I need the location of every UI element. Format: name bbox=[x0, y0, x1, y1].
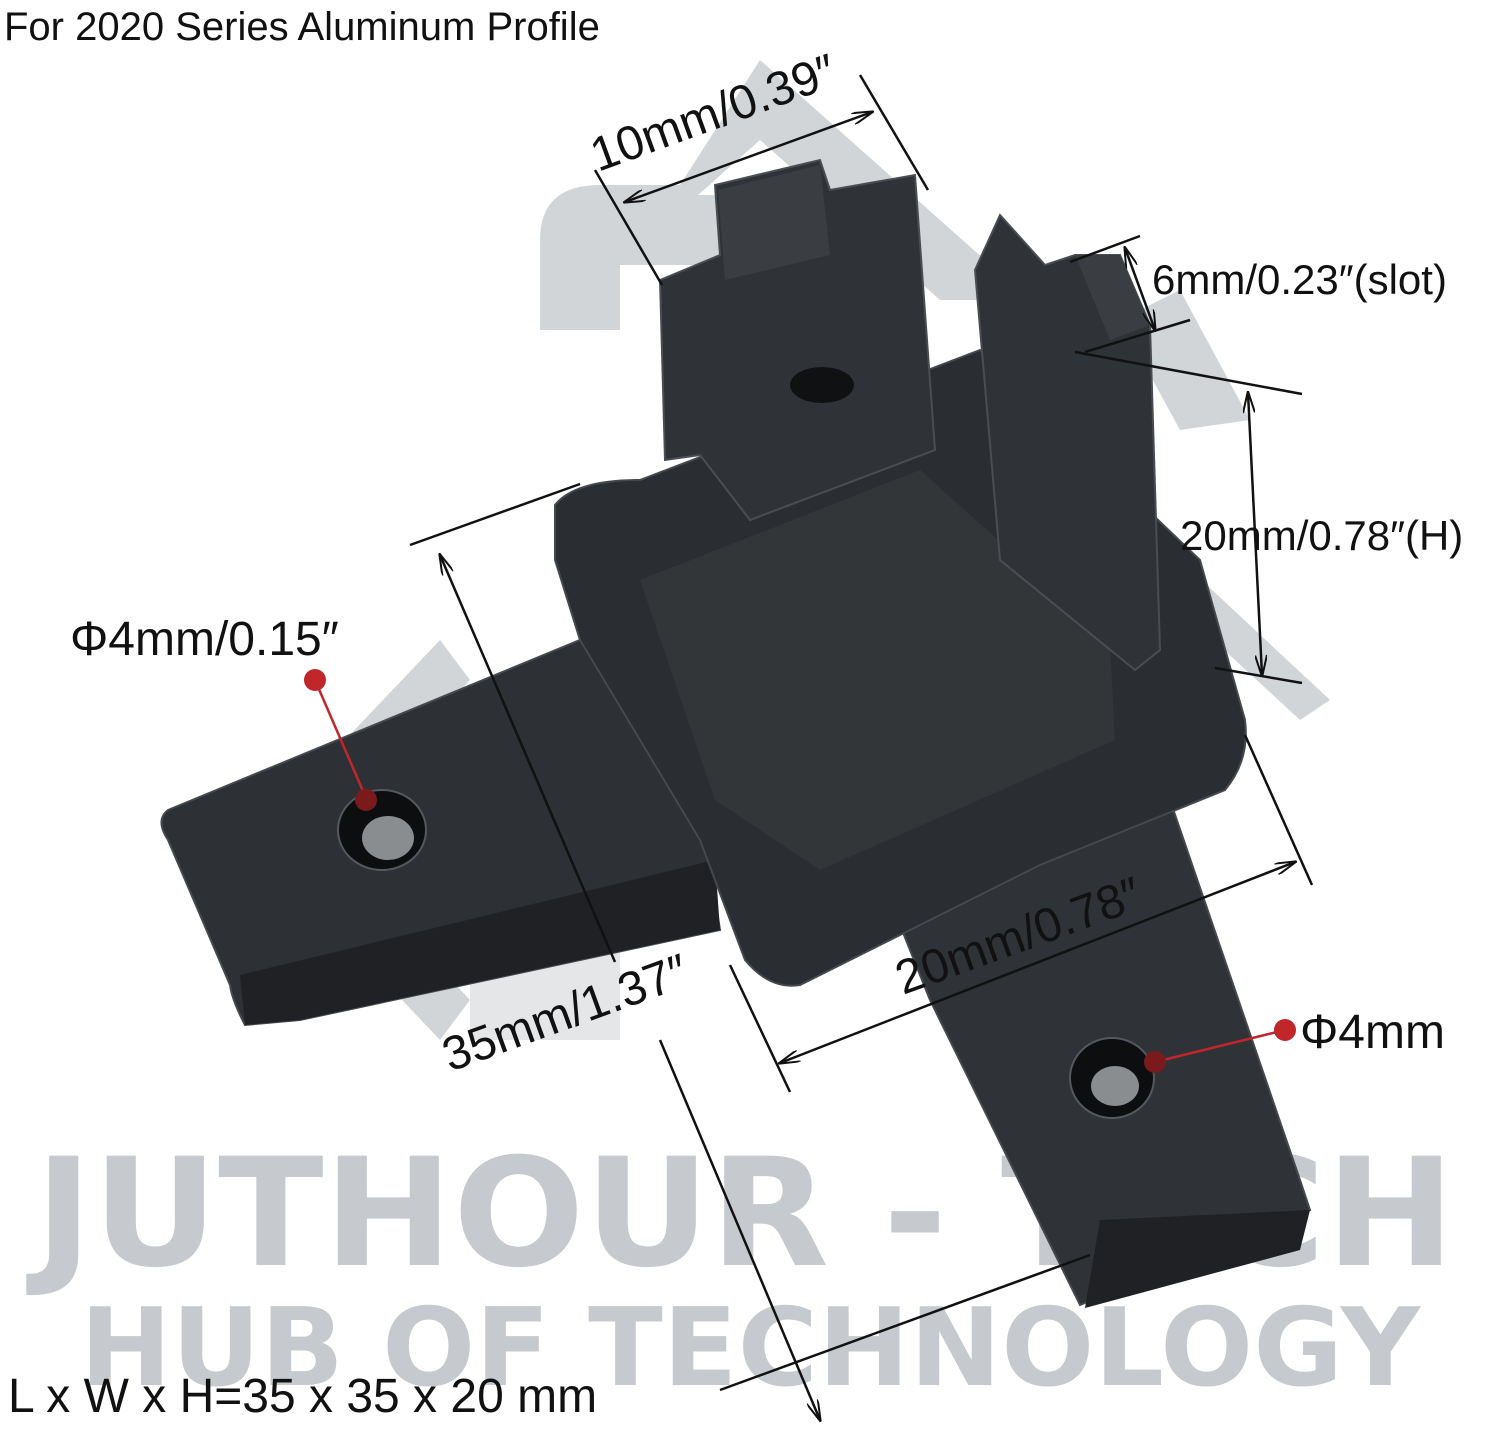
dim-hole-right-label: Φ4mm bbox=[1300, 1006, 1445, 1059]
hole-left-marker bbox=[304, 669, 377, 811]
dim-hole-left-label: Φ4mm/0.15″ bbox=[70, 613, 339, 666]
watermark-tagline: HUB OF TECHNOLOGY bbox=[80, 1286, 1422, 1411]
dim-height-label: 20mm/0.78″(H) bbox=[1180, 512, 1463, 559]
footer-spec: L x W x H=35 x 35 x 20 mm bbox=[8, 1370, 597, 1423]
header-title: For 2020 Series Aluminum Profile bbox=[4, 5, 600, 49]
dim-slot-label: 6mm/0.23″(slot) bbox=[1152, 256, 1447, 303]
hole-right-marker bbox=[1144, 1019, 1296, 1073]
dimension-lines bbox=[409, 74, 1314, 1420]
